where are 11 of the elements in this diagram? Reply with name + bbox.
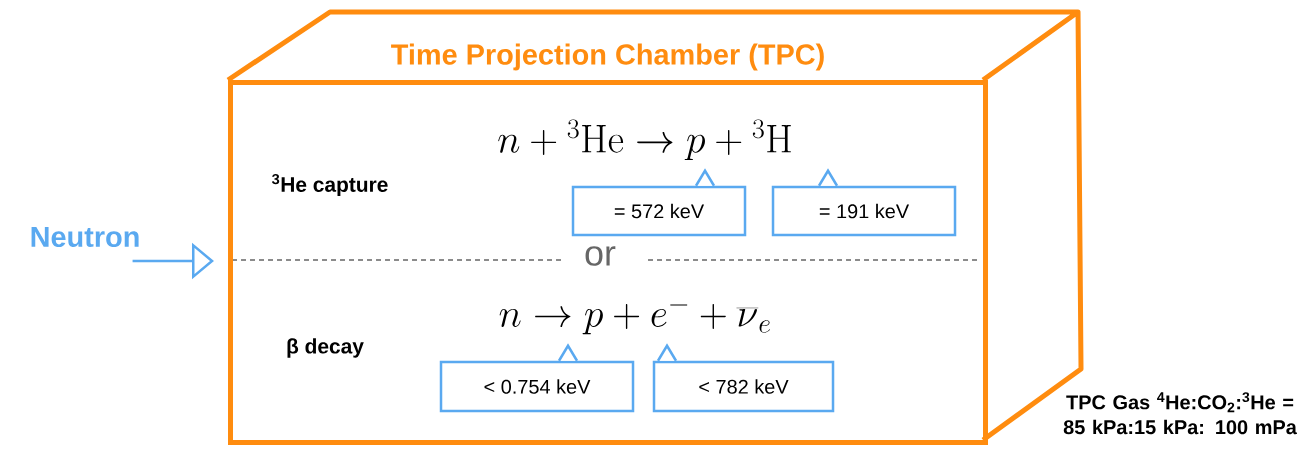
equation: $n + {}^{3}\mathrm{He} \rightarrow p + {}^{3}\mathrm{H}$ bbox=[498, 119, 791, 161]
reaction-label: $^{3}$He capture bbox=[271, 173, 388, 197]
equation: $n \rightarrow p + e^{-} + \overline{\nu}_{e}$ bbox=[499, 304, 770, 335]
reaction-label: β decay bbox=[287, 338, 364, 358]
callout-box: < 0.754 keV bbox=[439, 343, 635, 413]
callout-box: = 572 keV bbox=[571, 168, 747, 237]
separator-word: or bbox=[585, 246, 616, 266]
neutron-label: Neutron bbox=[31, 226, 139, 248]
callout-box: < 782 keV bbox=[652, 343, 835, 413]
gas-note: TPC Gas $^{4}$He:CO$_{2}$:$^{3}$He = 85 kPa:15 kPa: 100 mPa bbox=[1063, 392, 1297, 435]
callout-box: = 191 keV bbox=[771, 168, 957, 237]
